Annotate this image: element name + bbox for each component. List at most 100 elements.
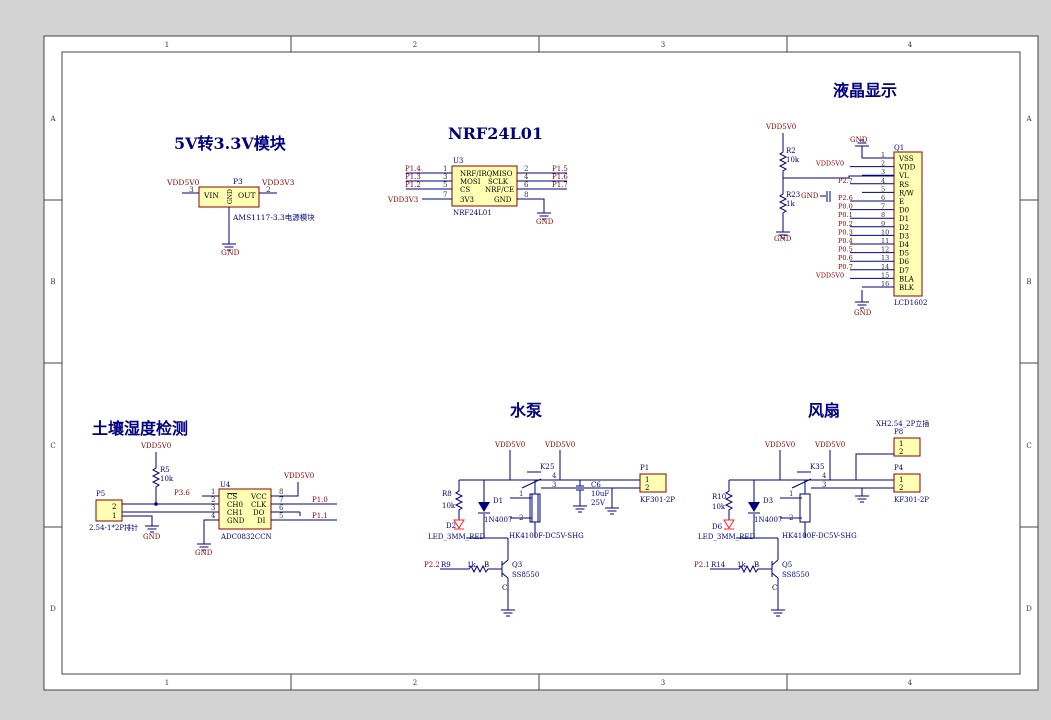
soil-u4-right-num-2: 7 (279, 496, 283, 504)
frame-col-bottom-1: 1 (165, 679, 169, 687)
fan-r14-value: 1k (737, 561, 746, 569)
fan-p8-pin1: 1 (899, 440, 903, 448)
pump-b: B (484, 561, 489, 569)
regulator-block[interactable]: P3 VDD5V0 VDD3V3 3 2 VIN OUT GND AMS1117… (166, 177, 315, 257)
lcd-gnd-bottom-net: GND (774, 235, 792, 243)
lcd-pin-num-10: 10 (881, 228, 889, 236)
lcd-pin-num-11: 11 (881, 237, 889, 245)
nrf-right-net-2: P1.6 (552, 173, 568, 181)
lcd-pin-name-5: R/W (899, 189, 915, 197)
soil-p5-pin1: 1 (112, 512, 116, 520)
soil-u4-left-num-3: 3 (211, 504, 215, 512)
section-title-soil: 土壤湿度检测 (92, 419, 188, 438)
lcd-pin-name-16: BLK (899, 284, 915, 292)
lcd-pin-net-8: P0.1 (838, 211, 853, 219)
soil-u4-right-name-1: VCC (250, 493, 267, 501)
fan-p4-ref: P4 (894, 464, 904, 472)
nrf-left-name-2: MOSI (460, 178, 481, 186)
frame-col-top-4: 4 (908, 41, 913, 49)
soil-p5-comment: 2.54-1*2P排针 (89, 523, 138, 532)
fan-q5-value: SS8550 (782, 571, 809, 579)
pump-d1-value: 1N4007 (484, 516, 512, 524)
lcd-pin-num-16: 16 (881, 280, 889, 288)
fan-p4-comment: KF301-2P (894, 496, 929, 504)
fan-k-comment: HK4100F-DC5V-SHG (782, 532, 857, 540)
soil-vdd-net: VDD5V0 (140, 442, 171, 450)
frame-col-top-2: 2 (413, 41, 417, 49)
lcd-pin-net-12: P0.5 (838, 246, 853, 254)
fan-p8-comment: XH2.54_2P立插 (876, 419, 929, 428)
lcd-pin-name-8: D1 (899, 215, 909, 223)
soil-u4-right-num-3: 6 (279, 504, 284, 512)
soil-block[interactable]: VDD5V0 R5 10k P3.6 P5 2 1 2.54-1*2P排针 GN… (89, 442, 337, 557)
fan-p4-pin1: 1 (899, 476, 903, 484)
soil-u4-left-name-4: GND (227, 517, 245, 525)
pump-block[interactable]: VDD5V0 VDD5V0 R8 10k D1 1N4007 D2 LED_3M… (424, 441, 675, 617)
pump-c6-ref: C6 (591, 481, 601, 489)
lcd-pin-name-3: VL (898, 172, 909, 180)
nrf-left-num-2: 3 (443, 173, 447, 181)
lcd-pin-num-9: 9 (881, 220, 885, 228)
nrf-left-name-3: CS (460, 186, 470, 194)
frame-col-bottom-2: 2 (413, 679, 417, 687)
regulator-pin-num-vin: 3 (189, 185, 194, 194)
regulator-gnd-net: GND (221, 248, 240, 257)
lcd-gnd-top-net: GND (850, 136, 868, 144)
regulator-pin-vin: VIN (203, 191, 219, 200)
nrf-right-name-2: SCLK (488, 178, 509, 186)
soil-p5-body[interactable] (95, 499, 123, 522)
soil-u4-vdd-net: VDD5V0 (283, 472, 314, 480)
lcd-pin-num-15: 15 (881, 271, 889, 279)
frame-row-left-a: A (49, 115, 56, 123)
lcd-pin-name-7: D0 (899, 207, 909, 215)
nrf-module[interactable]: P1.4 P1.3 P1.2 VDD3V3 1 3 5 7 NRF/IRQ MO… (387, 157, 568, 226)
nrf-left-num-4: 7 (443, 191, 447, 199)
lcd-pin-net-6: P2.6 (838, 194, 853, 202)
pump-p1-body[interactable] (639, 473, 667, 493)
lcd-pin-net-4: P2.7 (838, 177, 853, 185)
lcd-pin-net-9: P0.2 (838, 220, 853, 228)
frame-dividers (44, 36, 1038, 690)
frame-row-right-c: C (1026, 442, 1031, 450)
lcd-comment: LCD1602 (894, 299, 927, 307)
pump-r9-value: 1k (467, 561, 476, 569)
nrf-right-name-1: MISO (492, 170, 513, 178)
fan-r10-ref: R10 (712, 493, 726, 501)
fan-r14-ref: R14 (711, 561, 726, 569)
pump-d2-ref: D2 (446, 522, 456, 530)
soil-u4-body[interactable] (218, 488, 272, 530)
lcd-pin-net-13: P0.6 (838, 254, 853, 262)
fan-block[interactable]: VDD5V0 VDD5V0 R10 10k D3 1N4007 D6 LED_3… (694, 419, 929, 617)
nrf-left-net-4: VDD3V3 (387, 196, 418, 204)
pump-vdd-1: VDD5V0 (494, 441, 525, 449)
fan-k-ref: K3 (810, 463, 820, 471)
fan-p4-body[interactable] (893, 473, 921, 493)
pump-c6-value: 10uF (591, 490, 609, 498)
lcd-pin-num-12: 12 (881, 246, 889, 254)
lcd-pin-name-15: BLA (899, 275, 915, 283)
nrf-left-net-3: P1.2 (405, 181, 421, 189)
pump-d2-value: LED_3MM_RED (428, 533, 486, 541)
lcd-pin-num-3: 3 (881, 168, 885, 176)
lcd-ref: Q1 (894, 144, 904, 152)
pump-k-pin1: 1 (519, 490, 523, 498)
lcd-pin-name-10: D3 (899, 232, 909, 240)
pump-r9-ref: R9 (441, 561, 451, 569)
fan-k-label: 5 (820, 463, 824, 471)
soil-r5-value: 10k (160, 475, 174, 483)
fan-p4-pin2: 2 (899, 484, 903, 492)
nrf-body[interactable] (451, 165, 518, 207)
lcd-r23-ref: R23 (786, 191, 800, 199)
soil-u4-comment: ADC0832CCN (220, 533, 272, 541)
lcd-body[interactable] (893, 151, 923, 297)
lcd-pin-num-2: 2 (881, 160, 885, 168)
fan-p8-body[interactable] (893, 437, 921, 457)
lcd-r2-ref: R2 (786, 147, 796, 155)
fan-d6-value: LED_3MM_RED (698, 533, 756, 541)
nrf-right-num-1: 2 (524, 165, 528, 173)
soil-p5-ref: P5 (96, 490, 105, 498)
lcd-pin-num-5: 5 (881, 185, 885, 193)
lcd-block[interactable]: VDD5V0 R2 10k R23 1k GND GND GND GND Q1 … (765, 123, 927, 317)
pump-k-pin3: 3 (552, 481, 556, 489)
